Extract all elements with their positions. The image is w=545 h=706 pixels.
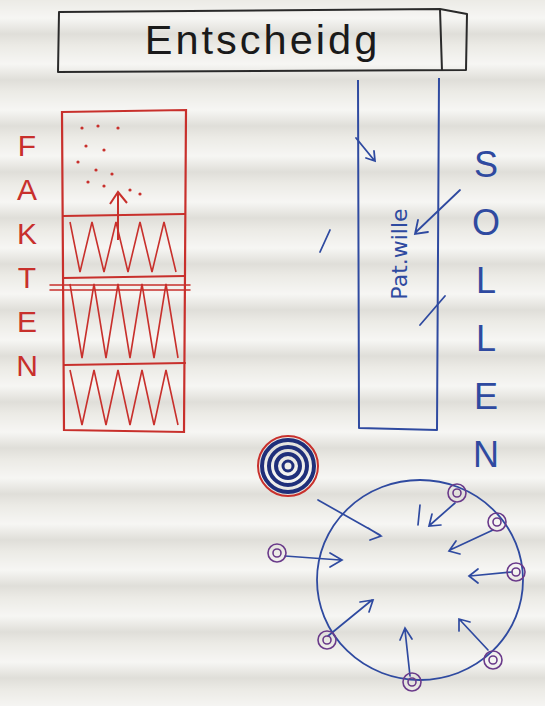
patient-spiral <box>258 436 318 496</box>
sketch-stroke <box>96 124 99 127</box>
sketch-stroke <box>507 563 525 581</box>
sketch-stroke <box>507 563 525 581</box>
sketch-stroke <box>429 503 455 526</box>
sketch-stroke <box>110 192 127 240</box>
sketch-stroke <box>449 530 493 554</box>
sketch-stroke <box>318 500 381 540</box>
sketch-stroke <box>258 436 318 496</box>
will-bracket: Pat.wille <box>355 76 443 432</box>
sketch-stroke <box>484 651 502 669</box>
sketch-stroke <box>493 518 501 526</box>
sketch-stroke <box>62 110 186 432</box>
decision-box: Entscheidg <box>55 6 470 74</box>
node-title: Entscheidg <box>55 6 470 74</box>
sketch-stroke <box>318 631 336 649</box>
sketch-stroke <box>128 188 131 191</box>
sketch-stroke <box>94 168 97 171</box>
sketch-stroke <box>269 447 307 485</box>
hatching <box>70 222 178 425</box>
outline-stroke <box>358 78 439 430</box>
upward-arrow <box>110 192 127 240</box>
sketch-stroke <box>448 484 466 502</box>
sketch-stroke <box>102 148 105 151</box>
sketch-stroke <box>283 461 293 471</box>
sketch-stroke <box>262 440 314 492</box>
inward-arrows <box>285 500 512 676</box>
sketch-stroke <box>64 363 185 365</box>
sketch-stroke <box>403 673 421 691</box>
sketch-stroke <box>484 651 502 669</box>
sketch-stroke <box>80 126 83 129</box>
person-circles <box>268 484 525 691</box>
sketch-stroke <box>317 480 523 680</box>
sketch-stroke <box>63 276 185 278</box>
sketch-stroke <box>86 180 89 183</box>
sketch-stroke <box>418 505 420 525</box>
sketch-stroke <box>70 284 178 358</box>
sketch-stroke <box>63 214 185 216</box>
sketch-stroke <box>276 454 300 478</box>
vertical-label: SOLLEN <box>468 136 504 484</box>
sketch-stroke <box>488 513 506 531</box>
sketch-stroke <box>273 549 281 557</box>
dots <box>76 124 141 195</box>
group-circle <box>317 480 523 680</box>
sketch-stroke <box>448 484 466 502</box>
sketch-stroke <box>70 370 178 425</box>
sketch-stroke <box>420 296 445 325</box>
sketch-stroke <box>459 619 488 650</box>
sketch-stroke <box>488 513 506 531</box>
sketch-stroke <box>403 673 421 691</box>
sketch-stroke <box>489 656 497 664</box>
vertical-label: FAKTEN <box>12 124 42 388</box>
sketch-stroke <box>512 568 520 576</box>
sketch-stroke <box>102 184 105 187</box>
sketch-stroke <box>70 222 176 272</box>
sketch-stroke <box>268 544 286 562</box>
facts-column <box>50 110 190 432</box>
sketch-stroke <box>323 636 331 644</box>
sketch-stroke <box>138 192 141 195</box>
sketch-stroke <box>328 600 373 636</box>
sketch-stroke <box>84 144 87 147</box>
sketch-stroke <box>469 569 512 583</box>
sketch-stroke <box>116 126 119 129</box>
sketch-stroke <box>76 160 79 163</box>
sketch-stroke <box>453 489 461 497</box>
sketch-stroke <box>110 172 113 175</box>
sketch-stroke <box>320 230 330 252</box>
sketch-stroke <box>400 628 412 676</box>
sketch-stroke <box>408 678 416 686</box>
sketch-stroke <box>268 544 286 562</box>
vertical-node-text: Pat.wille <box>387 208 412 299</box>
sketch-stroke <box>318 631 336 649</box>
sketch-stroke <box>285 553 342 567</box>
